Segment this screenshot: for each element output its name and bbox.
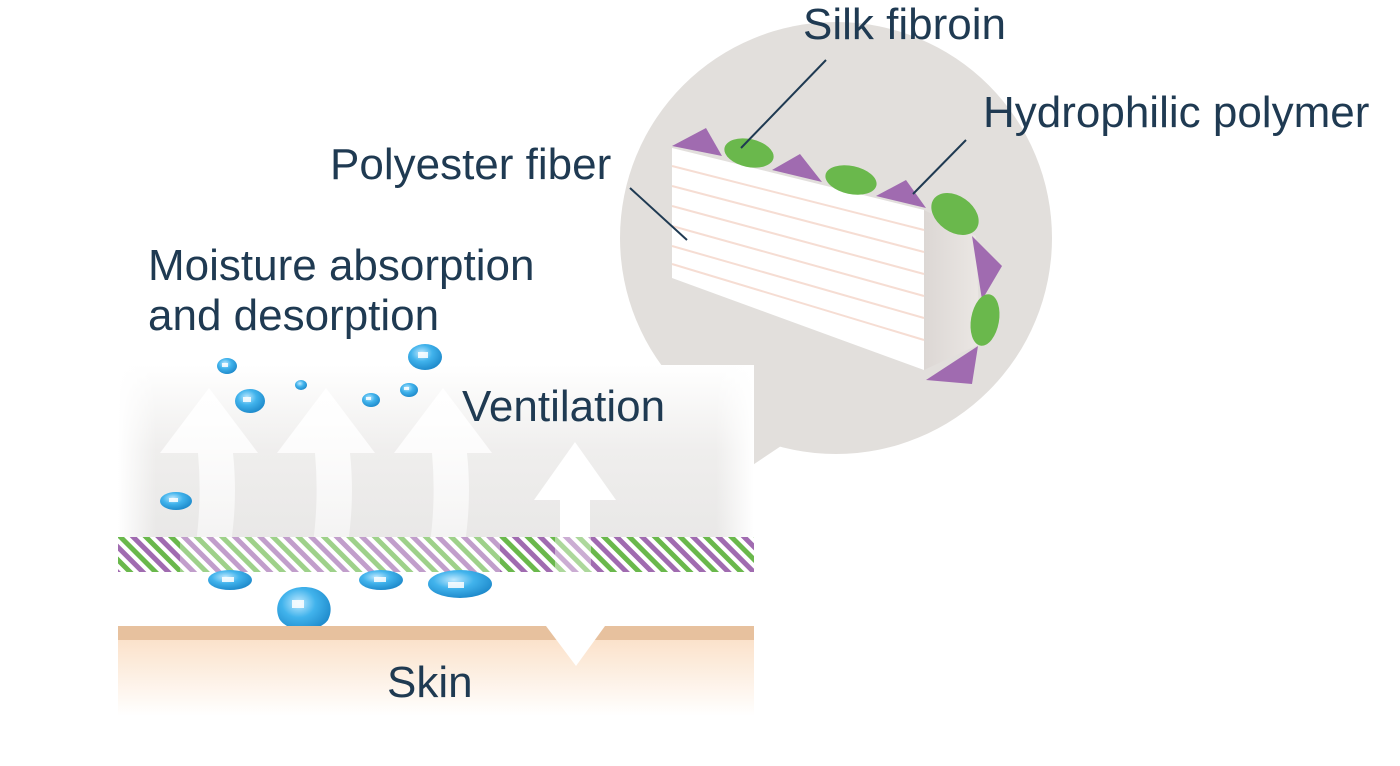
label-hydrophilic-polymer: Hydrophilic polymer	[983, 88, 1369, 137]
droplet	[295, 380, 307, 390]
up-arrow	[534, 442, 616, 572]
fiber-block-side	[924, 210, 980, 370]
skin	[118, 626, 754, 716]
fiber-stripes	[671, 165, 925, 341]
fiber-block	[629, 59, 1002, 384]
silk-fibroin-leader	[740, 59, 827, 149]
silk-fibroin-particles	[724, 138, 1000, 346]
fabric-layer	[118, 537, 754, 572]
fibroin-oval	[724, 138, 774, 168]
curved-up-arrow	[394, 388, 492, 585]
polyester-fiber-leader	[629, 187, 688, 241]
moisture-arrows	[160, 388, 492, 585]
polymer-triangle	[876, 180, 926, 208]
label-silk-fibroin: Silk fibroin	[803, 0, 1006, 49]
label-moisture-line1: Moisture absorption	[148, 241, 534, 290]
curved-up-arrow	[160, 388, 258, 585]
fibroin-oval	[970, 294, 1000, 346]
polymer-triangle	[972, 236, 1002, 300]
label-moisture-line2: and desorption	[148, 291, 439, 340]
label-skin: Skin	[387, 658, 473, 707]
leader-lines	[629, 59, 967, 241]
hydrophilic-polymer-leader	[912, 139, 967, 195]
polymer-triangle	[926, 346, 978, 384]
label-polyester-fiber: Polyester fiber	[330, 140, 611, 189]
hydrophilic-polymer-particles	[672, 128, 1002, 384]
droplet-on-skin	[277, 587, 331, 633]
polymer-triangle	[772, 154, 822, 182]
polymer-triangle	[672, 128, 722, 156]
fibroin-oval	[931, 193, 979, 235]
droplet-highlights	[169, 352, 464, 608]
down-arrow	[546, 626, 605, 666]
ventilation-arrow	[534, 442, 616, 572]
fibroin-oval	[825, 165, 877, 195]
label-ventilation: Ventilation	[462, 382, 665, 431]
curved-up-arrow	[277, 388, 375, 585]
